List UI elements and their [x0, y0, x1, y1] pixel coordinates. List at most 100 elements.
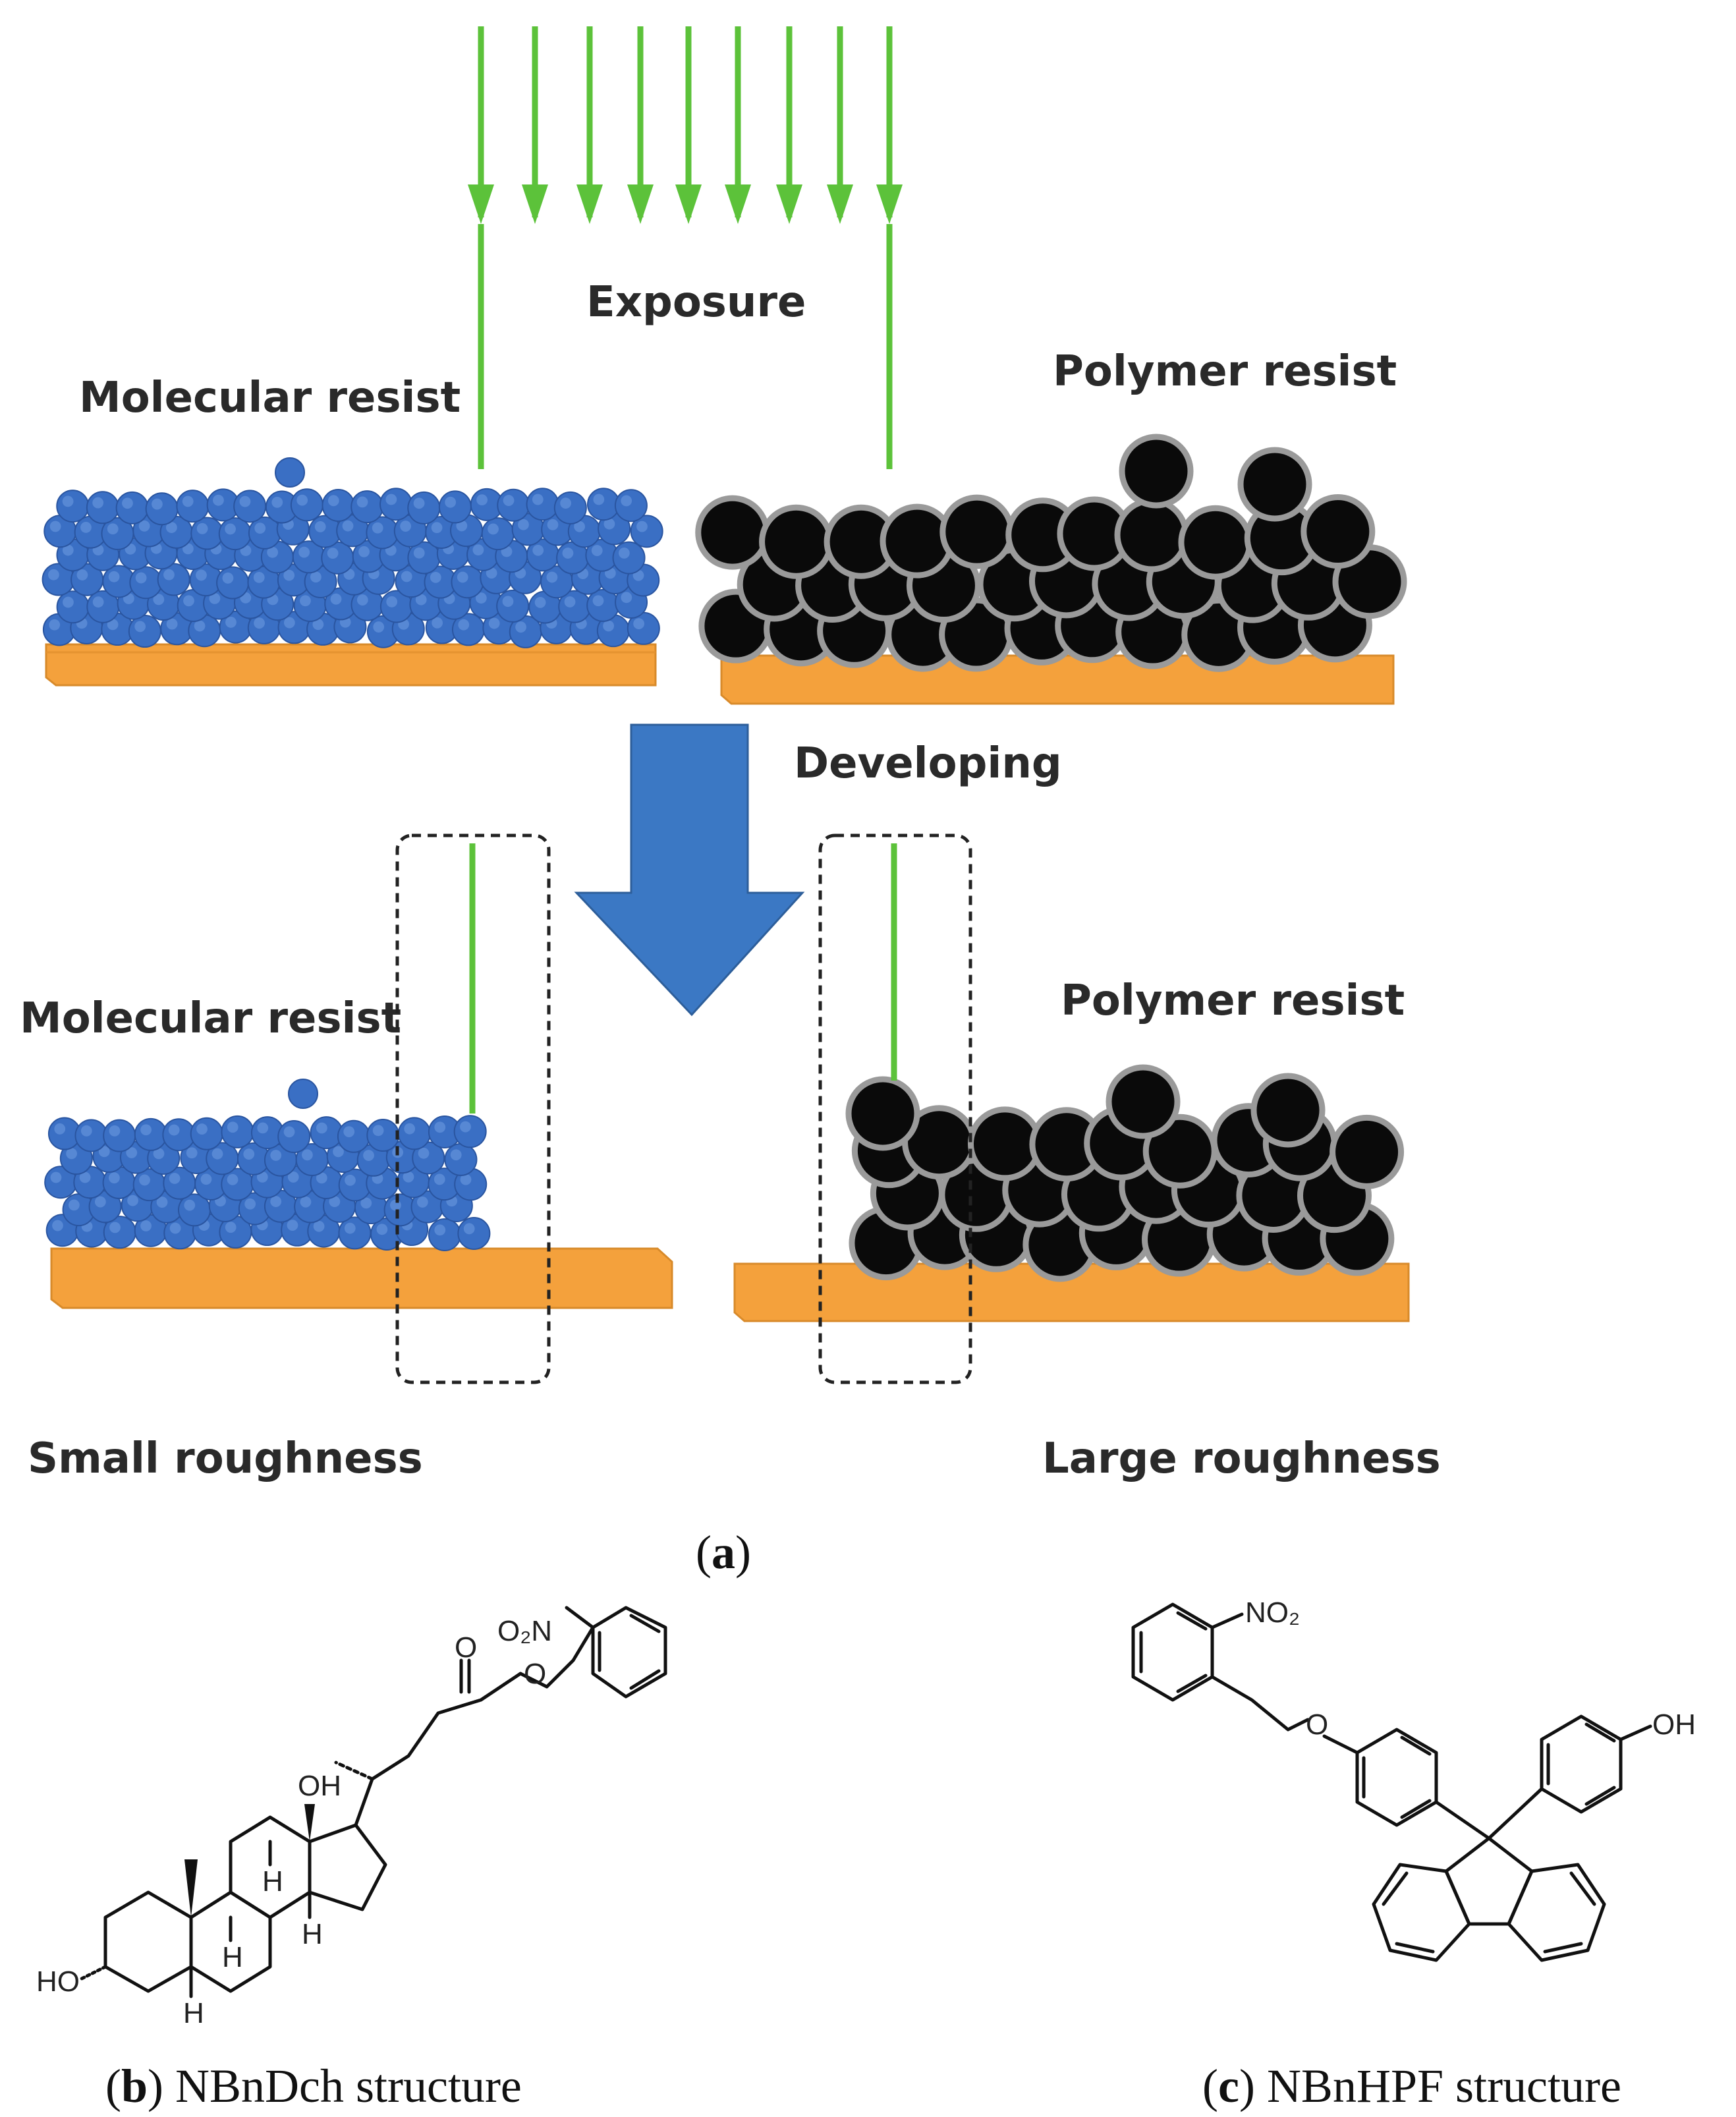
molecule	[481, 517, 515, 551]
molecule-highlight	[502, 596, 514, 607]
atom-o2n: O₂N	[497, 1615, 552, 1647]
molecule	[275, 457, 305, 488]
molecule-highlight	[460, 1121, 471, 1133]
molecule-highlight	[49, 521, 61, 532]
polymer-chain	[1178, 505, 1253, 580]
molecule-highlight	[122, 497, 133, 509]
molecule	[56, 590, 90, 624]
exposure-arrowhead	[725, 184, 751, 224]
molecule-highlight	[287, 1220, 298, 1231]
molecule-highlight	[153, 1148, 165, 1160]
molecule	[221, 1115, 254, 1148]
molecule-highlight	[169, 1173, 181, 1184]
roughness-box-left	[395, 833, 551, 1384]
molecule-highlight	[343, 1126, 355, 1137]
molecule-highlight	[404, 1123, 416, 1135]
molecule-highlight	[270, 1150, 282, 1161]
molecule	[216, 566, 250, 600]
molecule-highlight	[270, 1196, 282, 1207]
molecule-highlight	[330, 593, 342, 605]
molecule-highlight	[327, 495, 339, 507]
molecule-highlight	[253, 571, 265, 583]
panel-a: Exposure Molecular resist Polymer resist…	[20, 26, 1441, 1579]
polymer-chain	[1114, 497, 1189, 573]
molecule-highlight	[283, 1126, 295, 1138]
molecule-highlight	[254, 617, 265, 629]
molecule	[86, 491, 119, 524]
molecule-highlight	[592, 595, 604, 607]
polymer-chain	[1301, 494, 1376, 569]
molecule-highlight	[314, 521, 326, 532]
molecule-highlight	[79, 1171, 91, 1183]
molecule-highlight	[239, 495, 251, 507]
substrate-top-right	[720, 654, 1395, 705]
molecule-highlight	[463, 1223, 475, 1235]
molecule-highlight	[300, 1196, 312, 1208]
molecule-highlight	[296, 494, 308, 506]
molecule-highlight	[574, 521, 586, 532]
polymer-chain	[1106, 1064, 1181, 1139]
polymer-resist-bottom	[845, 1064, 1405, 1282]
molecule-highlight	[475, 592, 487, 604]
molecule-highlight	[156, 1197, 168, 1208]
polymer-chain	[1250, 1073, 1326, 1148]
molecule	[614, 489, 648, 522]
molecule	[438, 490, 472, 524]
molecule-highlight	[413, 547, 425, 559]
molecule-highlight	[213, 494, 224, 506]
molecule-highlight	[621, 592, 632, 604]
molecule-highlight	[434, 1121, 446, 1133]
molecule	[397, 1117, 431, 1150]
molecule-highlight	[135, 572, 147, 584]
molecule-highlight	[372, 522, 383, 534]
molecule-highlight	[376, 1224, 388, 1235]
molecule-highlight	[80, 1125, 92, 1137]
molecule-highlight	[413, 497, 425, 509]
molecule-highlight	[532, 544, 544, 556]
exposure-arrowhead	[576, 184, 603, 224]
molecule	[218, 517, 252, 551]
molecule-highlight	[168, 1124, 180, 1136]
molecule-highlight	[333, 1146, 344, 1158]
molecule-highlight	[316, 1122, 327, 1134]
molecule	[190, 517, 224, 550]
molecule	[457, 1217, 491, 1251]
molecule	[115, 491, 149, 524]
molecule	[428, 1218, 461, 1251]
molecule-highlight	[225, 1222, 237, 1233]
molecule	[190, 1117, 223, 1150]
molecule-highlight	[68, 1199, 80, 1211]
caption-c: (c) NBnHPF structure	[1202, 2060, 1621, 2112]
molecule	[407, 491, 441, 524]
molecule-highlight	[486, 567, 497, 579]
exposure-arrowhead	[522, 184, 548, 224]
molecule	[277, 1120, 311, 1154]
atom-oh-ring-d: OH	[298, 1770, 341, 1802]
molecule-highlight	[225, 523, 236, 535]
molecule	[453, 1115, 487, 1148]
molecule-highlight	[225, 617, 237, 628]
molecule-highlight	[166, 618, 178, 630]
molecule-highlight	[372, 1125, 384, 1137]
molecule-highlight	[287, 1171, 299, 1183]
polymer-chain	[939, 494, 1015, 569]
molecule-highlight	[432, 617, 443, 629]
molecule-highlight	[186, 1147, 198, 1159]
molecule	[553, 491, 587, 524]
molecular-resist-label-top: Molecular resist	[79, 374, 461, 422]
molecule-highlight	[108, 571, 120, 582]
polymer-resist-label-bottom: Polymer resist	[1061, 976, 1405, 1025]
molecule	[310, 1116, 343, 1150]
molecule-highlight	[345, 1174, 356, 1186]
exposure-label: Exposure	[586, 278, 806, 327]
molecule-highlight	[457, 571, 468, 583]
molecule-highlight	[139, 1174, 150, 1186]
molecule-highlight	[52, 1220, 63, 1231]
molecule	[74, 1119, 108, 1152]
molecule	[586, 588, 620, 622]
atom-h-1: H	[222, 1941, 243, 1973]
molecule-highlight	[283, 569, 295, 581]
molecule-highlight	[271, 496, 283, 508]
molecule-highlight	[209, 592, 221, 604]
